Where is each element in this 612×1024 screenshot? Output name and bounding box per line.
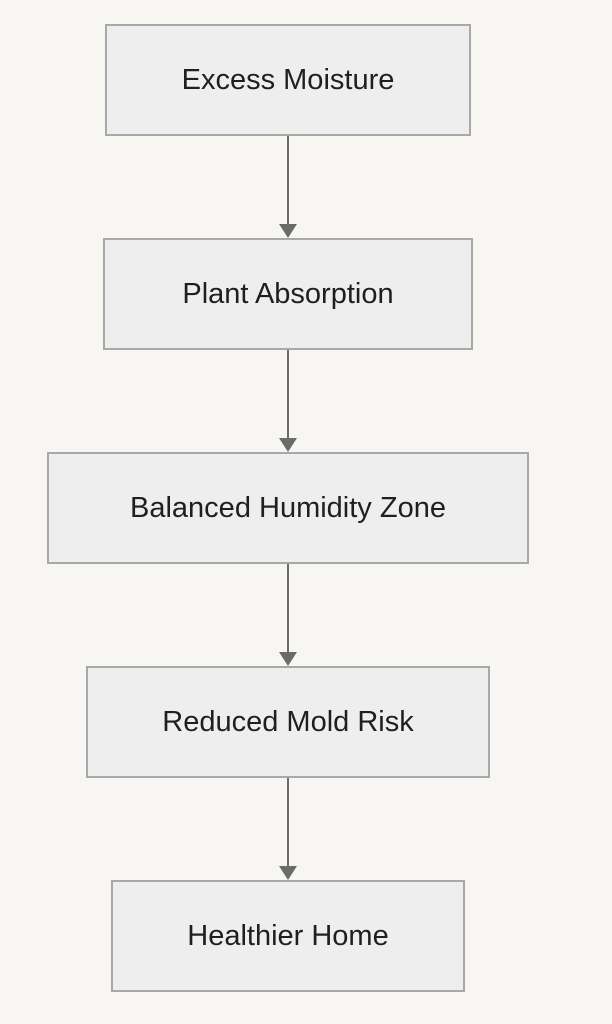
node-healthier-home: Healthier Home [111,880,465,992]
node-label: Balanced Humidity Zone [130,491,446,524]
arrowhead-icon [279,438,297,452]
arrowhead-icon [279,866,297,880]
node-label: Excess Moisture [181,63,395,96]
node-reduced-mold-risk: Reduced Mold Risk [86,666,490,778]
edge-n3-n4 [279,564,297,666]
node-plant-absorption: Plant Absorption [103,238,473,350]
arrowhead-icon [279,224,297,238]
node-balanced-humidity-zone: Balanced Humidity Zone [47,452,529,564]
node-excess-moisture: Excess Moisture [105,24,471,136]
arrowhead-icon [279,652,297,666]
node-label: Plant Absorption [182,277,394,310]
edge-n1-n2 [279,136,297,238]
edge-n4-n5 [279,778,297,880]
node-label: Healthier Home [187,919,389,952]
edge-n2-n3 [279,350,297,452]
node-label: Reduced Mold Risk [162,705,414,738]
